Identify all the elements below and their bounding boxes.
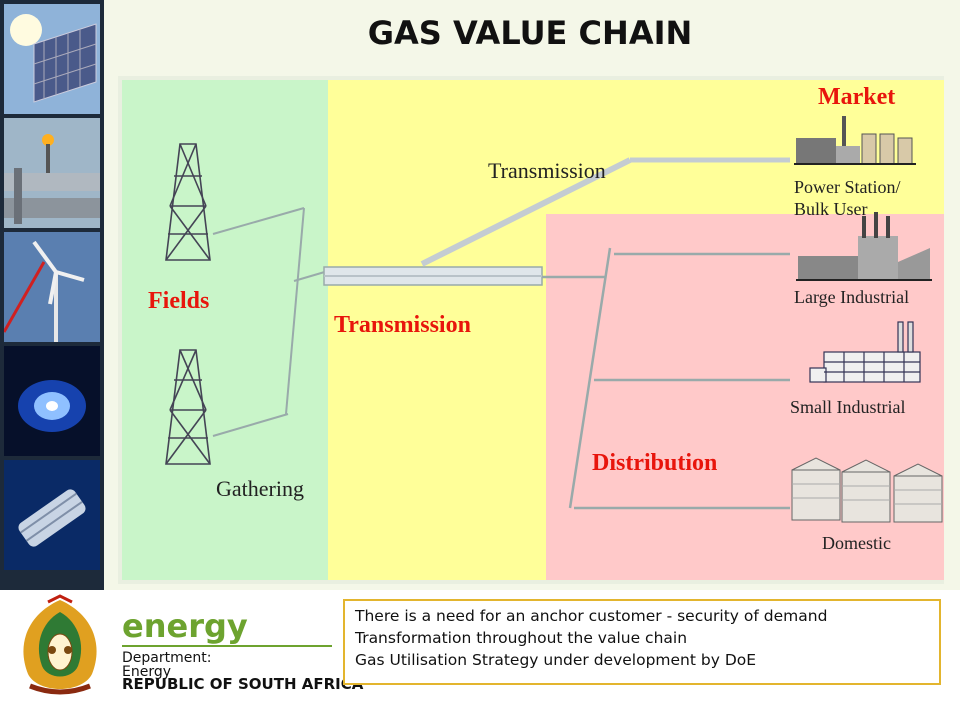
solar-panel-image — [4, 4, 100, 114]
side-photo-strip — [0, 0, 104, 590]
note-line: Gas Utilisation Strategy under developme… — [355, 651, 757, 669]
power-station-icon — [794, 116, 916, 165]
energy-wordmark: energy — [122, 607, 248, 645]
power-station-label-line2: Bulk User — [794, 199, 868, 219]
department-name: Energy — [122, 664, 172, 680]
note-line: There is a need for an anchor customer -… — [355, 607, 828, 625]
fields-label: Fields — [148, 288, 210, 314]
distribution-label: Distribution — [592, 450, 718, 476]
notes-box: There is a need for an anchor customer -… — [343, 599, 941, 685]
power-station-label: Power Station/ Bulk User — [794, 176, 901, 220]
market-label: Market — [818, 84, 896, 110]
pipeline-image — [4, 118, 100, 228]
distribution-pipes — [542, 247, 790, 510]
brand-divider — [122, 645, 332, 647]
small-industrial-icon — [809, 321, 921, 383]
domestic-buildings-icon — [791, 457, 943, 523]
drilling-rig-icon — [165, 143, 211, 261]
domestic-label: Domestic — [822, 533, 891, 553]
small-industrial-label: Small Industrial — [790, 397, 906, 417]
gathering-pipes — [212, 207, 329, 437]
large-industrial-label: Large Industrial — [794, 287, 910, 307]
note-line: Transformation throughout the value chai… — [355, 629, 688, 647]
country-line: REPUBLIC OF SOUTH AFRICA — [122, 675, 364, 693]
power-station-label-line1: Power Station/ — [794, 177, 901, 197]
drilling-rig-icon — [165, 349, 211, 465]
wind-turbine-image — [4, 232, 100, 342]
gathering-label: Gathering — [216, 476, 304, 501]
page-title: GAS VALUE CHAIN — [367, 14, 693, 52]
value-chain-diagram: Fields Gathering Transmission Transmissi… — [118, 76, 944, 584]
transmission-label: Transmission — [334, 312, 471, 338]
department-line: Department: — [122, 650, 212, 666]
transmission-pipe-label: Transmission — [488, 158, 606, 183]
coat-of-arms-icon — [8, 594, 112, 704]
diagram-lines — [165, 116, 943, 523]
transmission-pipe — [323, 157, 790, 286]
large-industrial-icon — [796, 212, 932, 281]
fuel-rod-image — [4, 460, 100, 570]
gas-flame-image — [4, 346, 100, 456]
